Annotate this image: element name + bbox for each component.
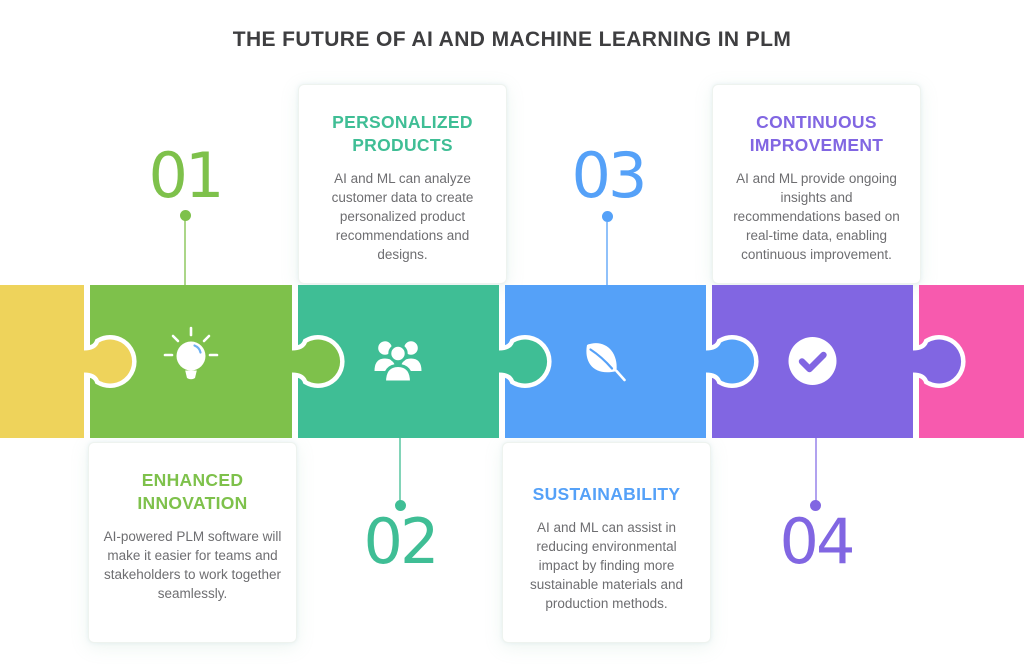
page-title: THE FUTURE OF AI AND MACHINE LEARNING IN…	[232, 28, 792, 52]
connector-line-02	[399, 438, 401, 501]
card-description: AI and ML can analyze customer data to c…	[331, 171, 474, 262]
card-continuous-improvement: CONTINUOUS IMPROVEMENT AI and ML provide…	[712, 84, 921, 284]
step-number-02: 02	[363, 505, 440, 578]
connector-line-01	[184, 220, 186, 285]
card-title: SUSTAINABILITY	[532, 484, 681, 504]
card-title: PERSONALIZED PRODUCTS	[332, 112, 473, 156]
card-title: ENHANCED INNOVATION	[137, 470, 248, 514]
check-icon	[788, 337, 837, 385]
connector-dot-04	[810, 500, 821, 511]
card-enhanced-innovation: ENHANCED INNOVATION AI-powered PLM softw…	[88, 442, 297, 643]
card-description: AI and ML provide ongoing insights and r…	[733, 171, 900, 262]
step-number-03: 03	[571, 139, 648, 212]
puzzle-band	[0, 285, 1024, 438]
connector-line-04	[815, 438, 817, 501]
step-number-04: 04	[779, 505, 856, 578]
connector-dot-01	[180, 210, 191, 221]
puzzle-knob	[498, 335, 552, 388]
puzzle-knob	[291, 335, 345, 388]
connector-dot-02	[395, 500, 406, 511]
card-personalized-products: PERSONALIZED PRODUCTS AI and ML can anal…	[298, 84, 507, 284]
people-icon	[374, 341, 422, 384]
card-description: AI and ML can assist in reducing environ…	[529, 520, 684, 611]
puzzle-knob	[83, 335, 137, 388]
connector-line-03	[606, 222, 608, 285]
puzzle-knob	[705, 335, 759, 388]
card-description: AI-powered PLM software will make it eas…	[103, 529, 282, 601]
card-title: CONTINUOUS IMPROVEMENT	[749, 112, 884, 156]
puzzle-knob	[912, 335, 966, 388]
leaf-icon	[586, 343, 626, 382]
step-number-01: 01	[148, 139, 225, 212]
connector-dot-03	[602, 211, 613, 222]
puzzle-piece-yellow	[0, 285, 84, 438]
card-sustainability: SUSTAINABILITY AI and ML can assist in r…	[502, 442, 711, 643]
lightbulb-icon	[163, 326, 219, 380]
